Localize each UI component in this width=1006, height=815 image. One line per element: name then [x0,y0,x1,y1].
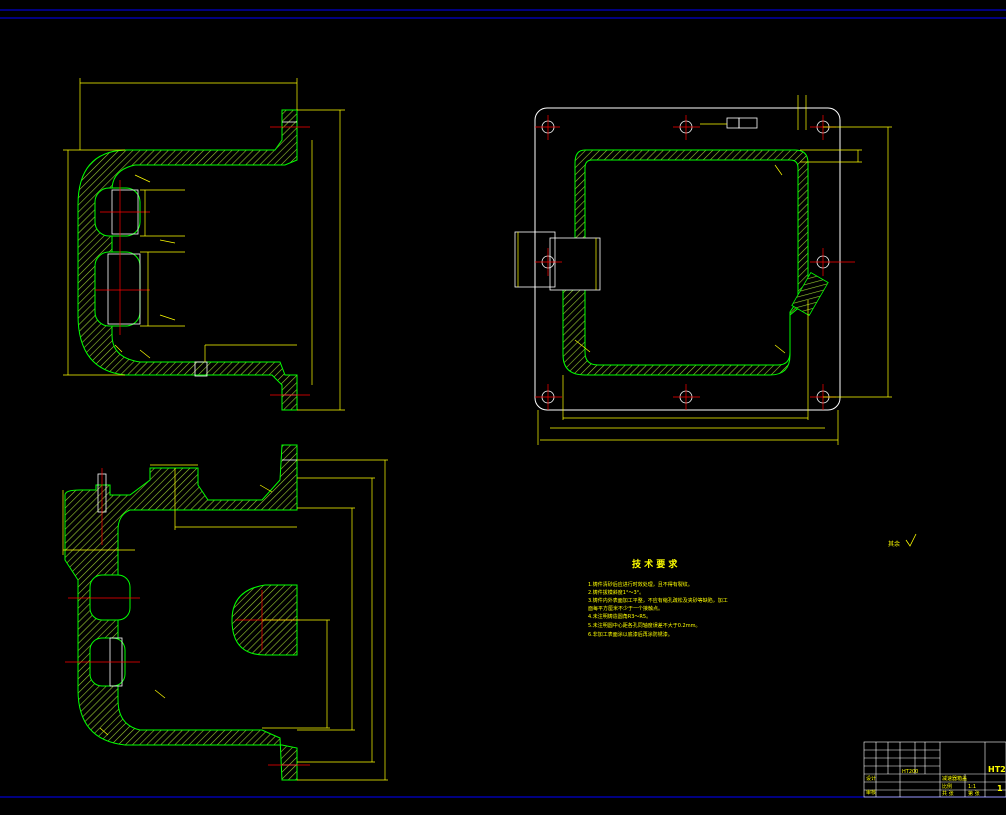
tb-material-big: HT200 [988,765,1006,774]
wall-hatch [562,149,809,376]
tb-label-total: 共 张 [942,790,954,797]
tb-scale: 1:1 [968,784,976,790]
tech-req-item-3: 3.铸件内外表面加工平整，不应有缩孔疏松及夹砂等缺陷，加工 [588,597,728,604]
top-right-plan-view[interactable] [514,95,892,445]
tech-req-item-5: 4.未注明铸造圆角R3～R5。 [588,613,651,620]
tb-label-scale: 比例 [942,783,952,790]
tech-req-item-4: 面每平方厘米不少于一个接触点。 [588,605,663,612]
section-body-hatch [77,109,298,411]
surface-finish-label: 其余 [888,540,900,548]
tb-label-sheet: 第 张 [968,790,980,797]
technical-requirements: 技 术 要 求 1.铸件清砂后应进行时效处理，且不得有裂纹。 2.铸件拔模斜度1… [588,558,728,638]
tech-req-item-1: 1.铸件清砂后应进行时效处理，且不得有裂纹。 [588,581,693,588]
title-block[interactable]: 设计 审核 HT200 减速器箱盖 比例 1:1 共 张 第 张 HT200 1 [863,741,1006,798]
surface-finish-symbol-icon [905,533,917,547]
tech-req-item-6: 5.未注明圆中心距各孔同轴度误差不大于0.2mm。 [588,622,700,629]
tb-label-design: 设计 [866,775,876,782]
tech-req-item-2: 2.铸件拔模斜度1°～3°。 [588,589,644,596]
tb-drawing-name: 减速器箱盖 [942,775,967,782]
top-left-section-view[interactable] [63,78,345,411]
surface-finish-note: 其余 [888,533,917,548]
tech-req-title: 技 术 要 求 [632,558,678,570]
flange-outline [534,107,841,411]
tb-label-review: 审核 [866,789,876,796]
tech-req-item-7: 6.非加工表面涂以底漆后再涂防锈漆。 [588,631,673,638]
tb-material: HT200 [902,769,918,775]
bottom-left-side-view[interactable] [62,444,388,781]
tb-sheet-number: 1 [997,784,1003,793]
sheet-border [0,9,1006,798]
